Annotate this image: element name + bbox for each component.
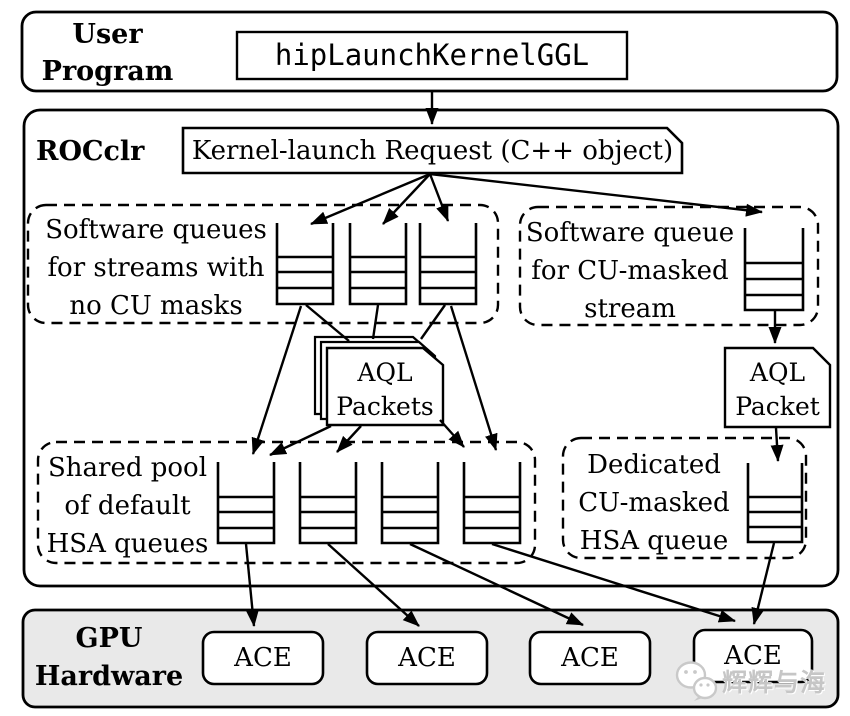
hip-call-label: hipLaunchKernelGGL bbox=[274, 38, 590, 72]
aql-packets-stack-label: AQL Packets bbox=[327, 356, 443, 424]
arrow-aql-stack-to-hsa4 bbox=[439, 419, 465, 448]
hsa-queue-icon-2 bbox=[298, 462, 358, 545]
document-stack-icon bbox=[325, 346, 445, 427]
line-swq3-to-aql-stack bbox=[420, 304, 446, 340]
ace-box-2 bbox=[365, 630, 489, 686]
hsa-dedicated-line2: CU-masked bbox=[578, 488, 730, 518]
ace-label-3: ACE bbox=[561, 643, 619, 673]
gpu-hardware-title: GPU Hardware bbox=[25, 620, 193, 696]
line-swq1-to-aql-stack bbox=[305, 304, 350, 342]
hsa-dedicated-line3: HSA queue bbox=[579, 526, 729, 556]
aql-stack-line2: Packets bbox=[336, 392, 434, 421]
hsa-dedicated-dashed-box bbox=[561, 436, 808, 560]
hsa-queue-dedicated-icon bbox=[746, 463, 804, 544]
hsa-dedicated-line1: Dedicated bbox=[587, 450, 721, 480]
ace-label-4: ACE bbox=[724, 641, 782, 671]
sw-queue-icon-3 bbox=[418, 223, 478, 306]
line-swq2-to-aql-stack bbox=[371, 304, 380, 340]
arrow-hsa2-to-ace2 bbox=[327, 543, 420, 627]
arrow-hsa4-to-ace4 bbox=[491, 542, 736, 623]
hsa-shared-pool-dashed-box bbox=[36, 440, 537, 565]
sw-queue-masked-icon bbox=[743, 228, 805, 312]
arrow-hsa3-to-ace3 bbox=[409, 542, 584, 627]
sw-queue-icon-2 bbox=[348, 223, 408, 306]
sw-queue-icon-1 bbox=[275, 223, 335, 306]
aql-packet-line2: Packet bbox=[735, 392, 820, 421]
hsa-shared-pool-label: Shared pool of default HSA queues bbox=[40, 449, 215, 563]
gpu-title-line2: Hardware bbox=[34, 661, 184, 692]
arrow-request-to-swq3 bbox=[428, 173, 450, 222]
ace-label-1: ACE bbox=[234, 643, 292, 673]
watermark: 辉辉与海 bbox=[674, 656, 850, 706]
hsa-shared-line1: Shared pool bbox=[47, 453, 208, 483]
rocclr-title: ROCclr bbox=[36, 136, 145, 167]
hip-call-box bbox=[235, 30, 629, 81]
hsa-shared-line3: HSA queues bbox=[46, 529, 209, 559]
kernel-request-label: Kernel-launch Request (C++ object) bbox=[191, 136, 674, 166]
user-program-title-line1: User bbox=[72, 19, 143, 50]
hsa-queue-icon-3 bbox=[380, 462, 440, 545]
arrow-swq1-to-hsa1 bbox=[251, 305, 303, 455]
sw-unmasked-line3: no CU masks bbox=[69, 291, 243, 321]
arrow-hsa1-to-ace1 bbox=[244, 543, 259, 627]
arrow-swq3-to-hsa4 bbox=[449, 305, 498, 451]
watermark-text: 辉辉与海 bbox=[722, 668, 827, 697]
arrow-request-to-swq2 bbox=[382, 173, 431, 225]
wechat-icon bbox=[675, 661, 718, 701]
sw-masked-line3: stream bbox=[584, 294, 676, 324]
sw-unmasked-line2: for streams with bbox=[47, 253, 265, 283]
arrow-aql-stack-to-hsa2 bbox=[336, 425, 362, 453]
ace-box-1 bbox=[201, 630, 325, 686]
arrow-dedicated-to-ace4 bbox=[751, 542, 776, 625]
hsa-shared-line2: of default bbox=[64, 491, 191, 521]
sw-masked-line1: Software queue bbox=[525, 218, 735, 248]
software-queues-unmasked-label: Software queues for streams with no CU m… bbox=[32, 211, 280, 325]
kernel-request-box bbox=[181, 126, 684, 175]
arrow-aql-stack-to-hsa1 bbox=[269, 424, 332, 457]
gpu-title-line1: GPU bbox=[75, 623, 143, 654]
hsa-queue-icon-1 bbox=[216, 462, 276, 545]
arrow-request-to-swq1 bbox=[310, 172, 431, 226]
sw-masked-line2: for CU-masked bbox=[531, 256, 729, 286]
ace-box-3 bbox=[528, 630, 652, 686]
user-program-title-line2: Program bbox=[41, 56, 174, 87]
aql-stack-line1: AQL bbox=[357, 358, 413, 387]
arrow-packet-to-dedicated-queue bbox=[770, 427, 784, 462]
software-queue-masked-label: Software queue for CU-masked stream bbox=[522, 214, 738, 328]
arrow-request-to-masked-queue bbox=[429, 172, 763, 217]
software-queues-unmasked-dashed-box bbox=[26, 203, 500, 325]
sw-unmasked-line1: Software queues bbox=[45, 215, 267, 245]
ace-box-4 bbox=[692, 628, 814, 684]
aql-packet-line1: AQL bbox=[749, 358, 806, 387]
aql-packet-label: AQL Packet bbox=[725, 356, 830, 424]
hsa-dedicated-label: Dedicated CU-masked HSA queue bbox=[565, 446, 743, 560]
software-queue-masked-dashed-box bbox=[518, 205, 820, 327]
document-icon bbox=[723, 346, 832, 429]
ace-label-2: ACE bbox=[398, 643, 456, 673]
hsa-queue-icon-4 bbox=[462, 462, 522, 545]
user-program-title: User Program bbox=[25, 16, 190, 90]
